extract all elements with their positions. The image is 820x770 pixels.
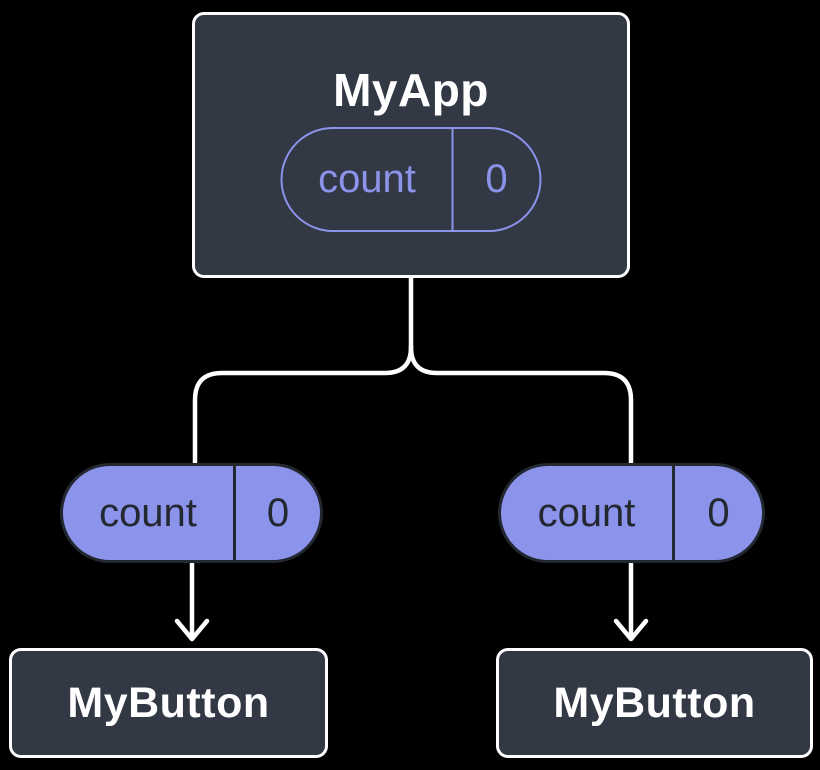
prop-name: count <box>63 466 236 560</box>
prop-name: count <box>501 466 675 560</box>
state-pill: count 0 <box>280 127 542 232</box>
mybutton-node-title: MyButton <box>553 678 756 727</box>
mybutton-node-right: MyButton <box>496 648 813 758</box>
mybutton-node-title: MyButton <box>67 678 270 727</box>
prop-pill-right: count 0 <box>498 463 765 563</box>
myapp-node-title: MyApp <box>333 64 489 116</box>
branch-right-line <box>408 344 634 466</box>
state-name: count <box>283 129 454 230</box>
myapp-node: MyApp count 0 <box>192 12 630 278</box>
prop-pill-left: count 0 <box>60 463 323 563</box>
branch-left-line <box>192 344 414 466</box>
prop-value: 0 <box>266 490 290 535</box>
arrow-down-icon-left <box>174 561 210 642</box>
prop-value: 0 <box>707 490 730 535</box>
arrow-down-icon-right <box>613 561 649 642</box>
mybutton-node-left: MyButton <box>9 648 328 758</box>
state-value: 0 <box>485 157 508 201</box>
